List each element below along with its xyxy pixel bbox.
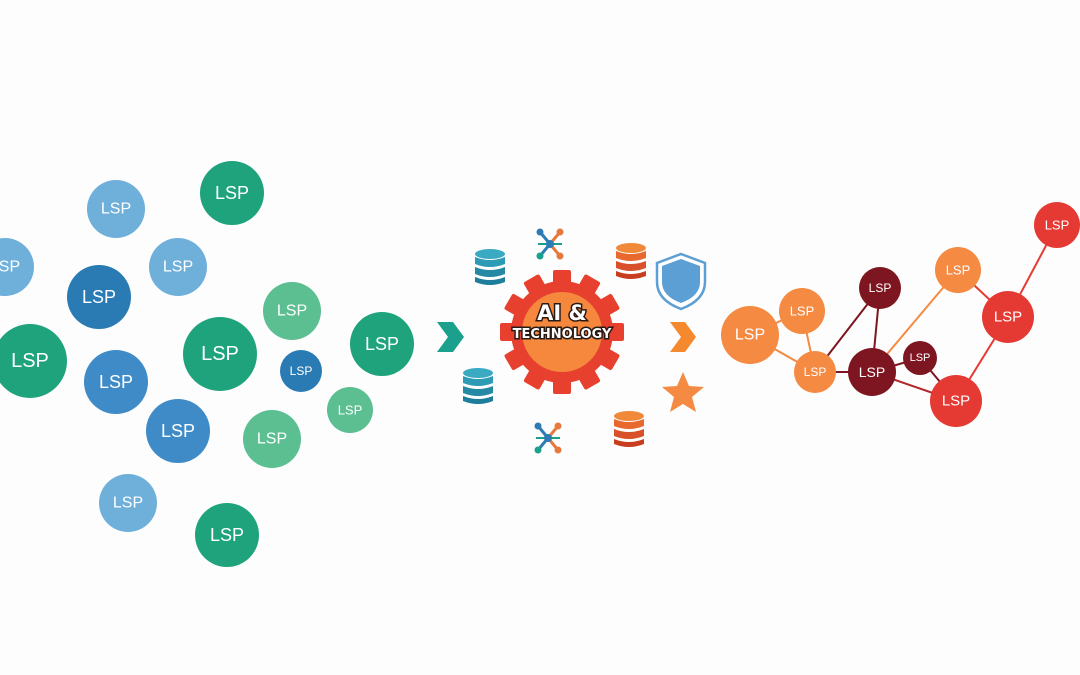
lsp-node: LSP — [195, 503, 259, 567]
lsp-node: LSP — [935, 247, 981, 293]
network-icon — [536, 228, 564, 260]
lsp-node: LSP — [848, 348, 896, 396]
svg-text:LSP: LSP — [365, 334, 399, 354]
gear-title-line2: TECHNOLOGY — [513, 327, 612, 342]
svg-text:LSP: LSP — [201, 343, 239, 365]
lsp-node: LSP — [146, 399, 210, 463]
svg-text:LSP: LSP — [161, 421, 195, 441]
database-icon — [614, 411, 644, 447]
svg-text:LSP: LSP — [277, 303, 307, 320]
svg-text:LSP: LSP — [257, 431, 287, 448]
svg-text:LSP: LSP — [790, 304, 815, 319]
lsp-node: LSP — [721, 306, 779, 364]
lsp-node: LSP — [982, 291, 1034, 343]
lsp-node: LSP — [200, 161, 264, 225]
lsp-node: LSP — [0, 324, 67, 398]
svg-text:LSP: LSP — [215, 183, 249, 203]
lsp-node: LSP — [99, 474, 157, 532]
star-icon — [662, 372, 704, 412]
svg-text:LSP: LSP — [735, 327, 765, 344]
lsp-node: LSP — [87, 180, 145, 238]
lsp-node: LSP — [779, 288, 825, 334]
svg-text:LSP: LSP — [82, 287, 116, 307]
lsp-node: LSP — [67, 265, 131, 329]
lsp-node: LSP — [84, 350, 148, 414]
lsp-node: LSP — [350, 312, 414, 376]
svg-text:LSP: LSP — [0, 259, 20, 276]
svg-text:LSP: LSP — [163, 259, 193, 276]
lsp-node: LSP — [903, 341, 937, 375]
lsp-node: LSP — [149, 238, 207, 296]
arrow-icon — [437, 322, 464, 352]
svg-text:LSP: LSP — [101, 201, 131, 218]
lsp-node: LSP — [183, 317, 257, 391]
svg-text:LSP: LSP — [910, 352, 931, 364]
lsp-node: LSP — [263, 282, 321, 340]
lsp-node: LSP — [327, 387, 373, 433]
shield-icon — [655, 252, 707, 311]
lsp-node: LSP — [280, 350, 322, 392]
lsp-node: LSP — [1034, 202, 1080, 248]
svg-text:LSP: LSP — [804, 365, 827, 379]
svg-text:LSP: LSP — [210, 525, 244, 545]
svg-text:LSP: LSP — [99, 372, 133, 392]
gear-title-line1: AI & — [537, 301, 587, 325]
svg-text:LSP: LSP — [290, 364, 313, 378]
lsp-node: LSP — [243, 410, 301, 468]
svg-text:LSP: LSP — [942, 393, 970, 410]
left-cluster: LSP LSP LSP LSP LSP LSP LSP LSP LSP LSP … — [0, 161, 414, 567]
svg-text:LSP: LSP — [113, 495, 143, 512]
right-network: LSP LSP LSP LSP LSP LSP LSP LSP LSP LSP — [721, 202, 1080, 427]
svg-text:LSP: LSP — [11, 350, 49, 372]
lsp-node: LSP — [0, 238, 34, 296]
svg-text:LSP: LSP — [859, 364, 885, 380]
svg-text:LSP: LSP — [994, 309, 1022, 326]
gear-icon: AI & TECHNOLOGY — [500, 270, 624, 394]
lsp-node: LSP — [930, 375, 982, 427]
database-icon — [475, 249, 505, 285]
database-icon — [463, 368, 493, 404]
svg-text:LSP: LSP — [1045, 218, 1070, 233]
network-icon — [534, 422, 562, 454]
svg-text:LSP: LSP — [338, 403, 363, 418]
arrow-icon — [670, 322, 696, 352]
lsp-node: LSP — [859, 267, 901, 309]
svg-text:LSP: LSP — [869, 281, 892, 295]
lsp-node: LSP — [794, 351, 836, 393]
svg-text:LSP: LSP — [946, 263, 971, 278]
database-icon — [616, 243, 646, 279]
